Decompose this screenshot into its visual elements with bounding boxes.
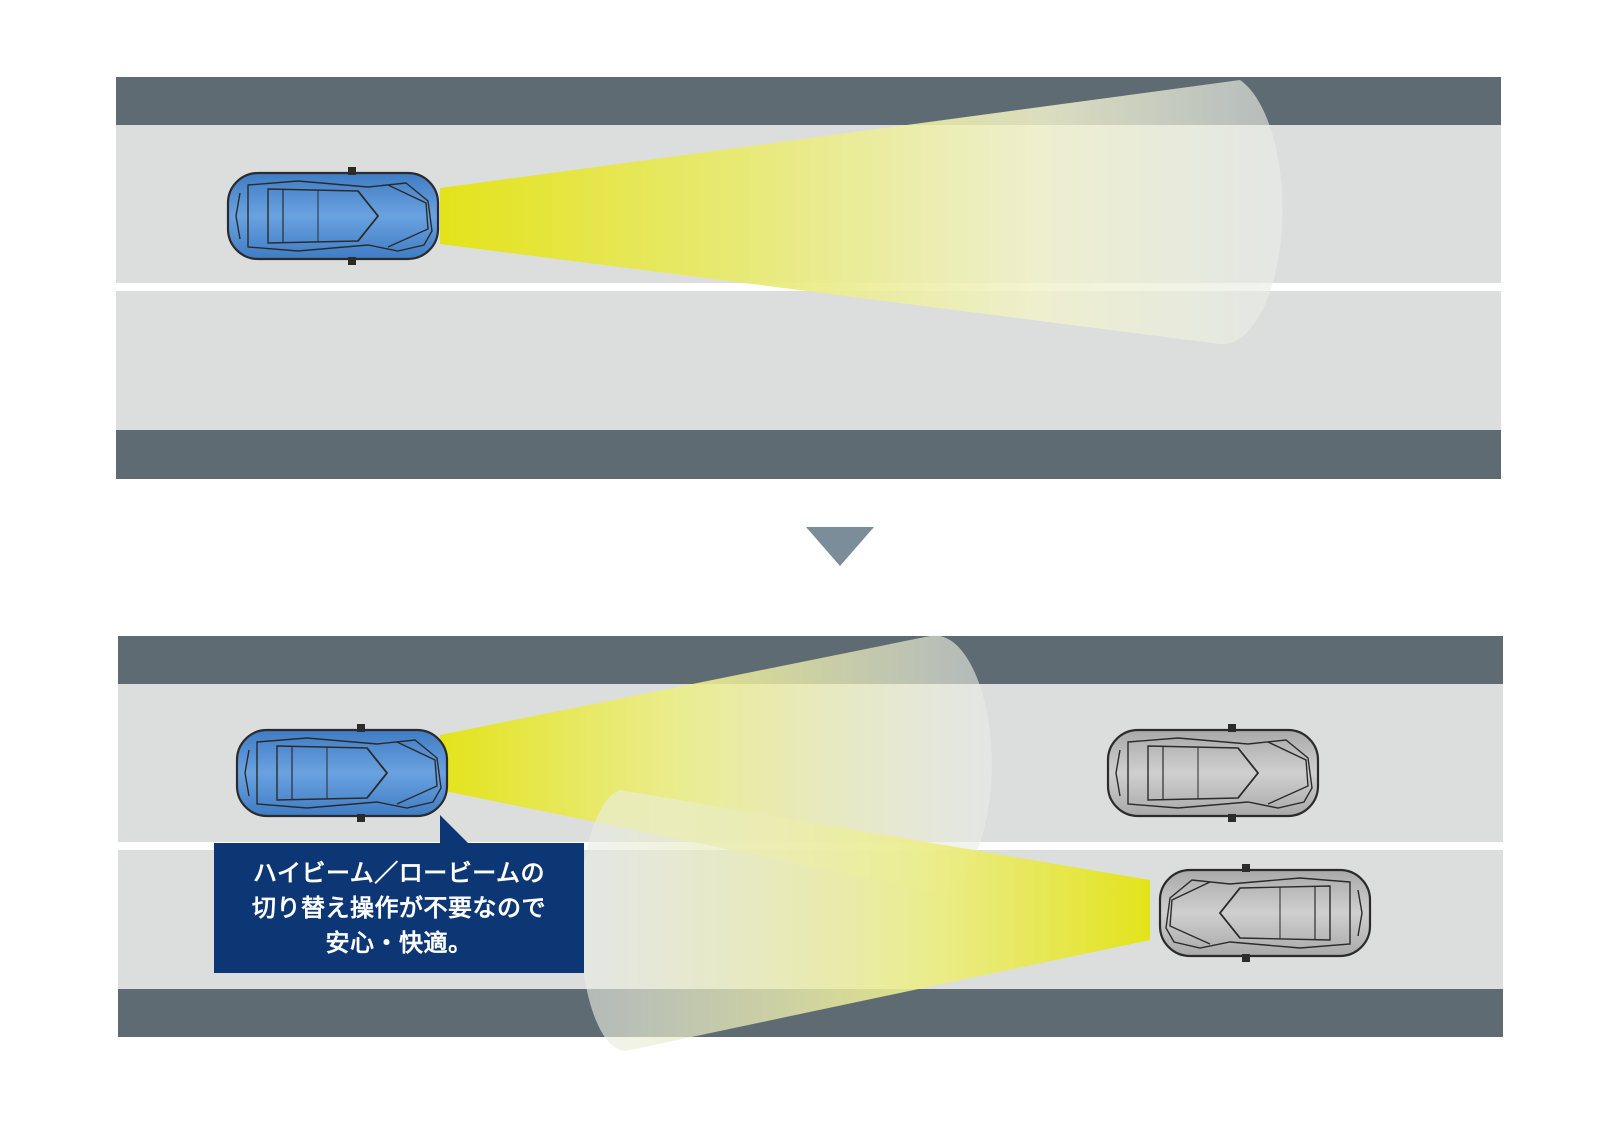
preceding-car — [1106, 722, 1320, 824]
callout-pointer — [440, 815, 470, 845]
callout-line-2: 切り替え操作が不要なので — [252, 893, 546, 922]
adaptive-beam-upper — [440, 635, 992, 893]
triangle-down-icon — [806, 527, 874, 566]
high-beam-top — [440, 80, 1283, 345]
host-car-top — [226, 165, 440, 267]
oncoming-car — [1158, 862, 1372, 964]
oncoming-beam-lower — [579, 790, 1150, 1051]
callout-line-1: ハイビーム／ロービームの — [252, 858, 546, 887]
host-car-bottom — [235, 722, 449, 824]
info-callout: ハイビーム／ロービームの 切り替え操作が不要なので 安心・快適。 — [214, 843, 584, 973]
callout-line-3: 安心・快適。 — [325, 928, 473, 957]
